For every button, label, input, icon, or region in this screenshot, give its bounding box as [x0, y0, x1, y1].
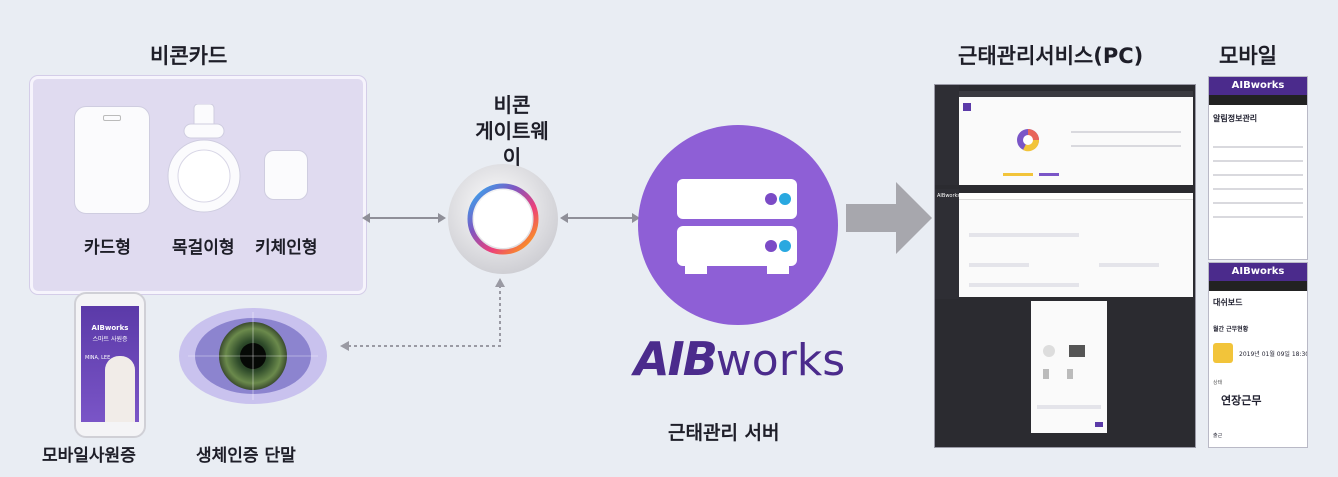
beacon-type-card: 카드형	[84, 238, 131, 258]
tag-icon	[1213, 343, 1233, 363]
mobile-dashboard-title: 대쉬보드	[1213, 298, 1243, 307]
beacon-type-keychain: 키체인형	[255, 238, 318, 258]
necklace-beacon-icon	[167, 104, 241, 213]
beacon-type-necklace: 목걸이형	[172, 238, 235, 258]
person-photo-icon	[105, 356, 135, 422]
mobile-brand-bar: AIBworks	[1209, 77, 1307, 95]
pc-brand: AIBworks	[937, 193, 961, 199]
beacon-card-title: 비콘카드	[150, 44, 228, 68]
arrow-server-service	[846, 182, 932, 254]
logo-text: works	[715, 335, 846, 386]
sign-out-button[interactable]: Sign out	[1277, 105, 1304, 113]
server-icon	[638, 125, 838, 325]
phone-subtitle: 스마트 사원증	[92, 336, 128, 343]
weekly-status: 월간 근무현황	[1213, 326, 1249, 333]
gateway-device-icon	[448, 164, 558, 274]
mobile-screen-notification: AIBworks Sign out 알림정보관리	[1208, 76, 1308, 260]
gateway-title: 비콘 게이트웨이	[475, 93, 549, 169]
sign-out-button-2[interactable]: Sign out	[1277, 291, 1304, 299]
phone-brand: AIBworks	[91, 324, 129, 332]
phone-name: MINA, LEE	[85, 355, 111, 361]
logo-mark: AIB	[634, 332, 718, 386]
arrow-gateway-server	[560, 213, 640, 223]
status-label: 상태	[1213, 380, 1223, 386]
pc-screenshots: AIBworks	[934, 84, 1196, 448]
biometric-label: 생체인증 단말	[196, 446, 296, 466]
arrow-card-gateway	[362, 213, 446, 223]
mobile-title: 모바일	[1219, 44, 1277, 68]
mobile-screen-dashboard: AIBworks Sign out 대쉬보드 월간 근무현황 2019년 01월…	[1208, 262, 1308, 448]
mobile-notify-title: 알림정보관리	[1213, 114, 1258, 123]
phone-screen: AIBworks 스마트 사원증 MINA, LEE	[81, 306, 139, 422]
biometric-eye-icon	[179, 308, 327, 404]
pie-chart-icon	[1017, 129, 1040, 152]
pc-screen-form	[959, 193, 1193, 297]
pc-service-title: 근태관리서비스(PC)	[958, 44, 1144, 68]
mobile-brand-bar-2: AIBworks	[1209, 263, 1307, 281]
aibworks-logo: AIBworks	[634, 332, 845, 386]
checkin-datetime: 2019년 01월 09일 18:30	[1239, 351, 1308, 358]
mobile-footer: 출근	[1213, 433, 1223, 439]
arrow-biometric-gateway	[340, 278, 505, 351]
card-beacon-icon	[74, 106, 150, 214]
server-caption: 근태관리 서버	[668, 422, 780, 444]
device-icons	[1043, 345, 1085, 379]
status-value: 연장근무	[1221, 394, 1262, 407]
keychain-beacon-icon	[264, 150, 308, 200]
pc-screen-modal	[1031, 301, 1107, 433]
pc-screen-dashboard	[959, 91, 1193, 185]
mobile-id-label: 모바일사원증	[42, 446, 136, 466]
mobile-id-phone: AIBworks 스마트 사원증 MINA, LEE	[74, 292, 146, 438]
